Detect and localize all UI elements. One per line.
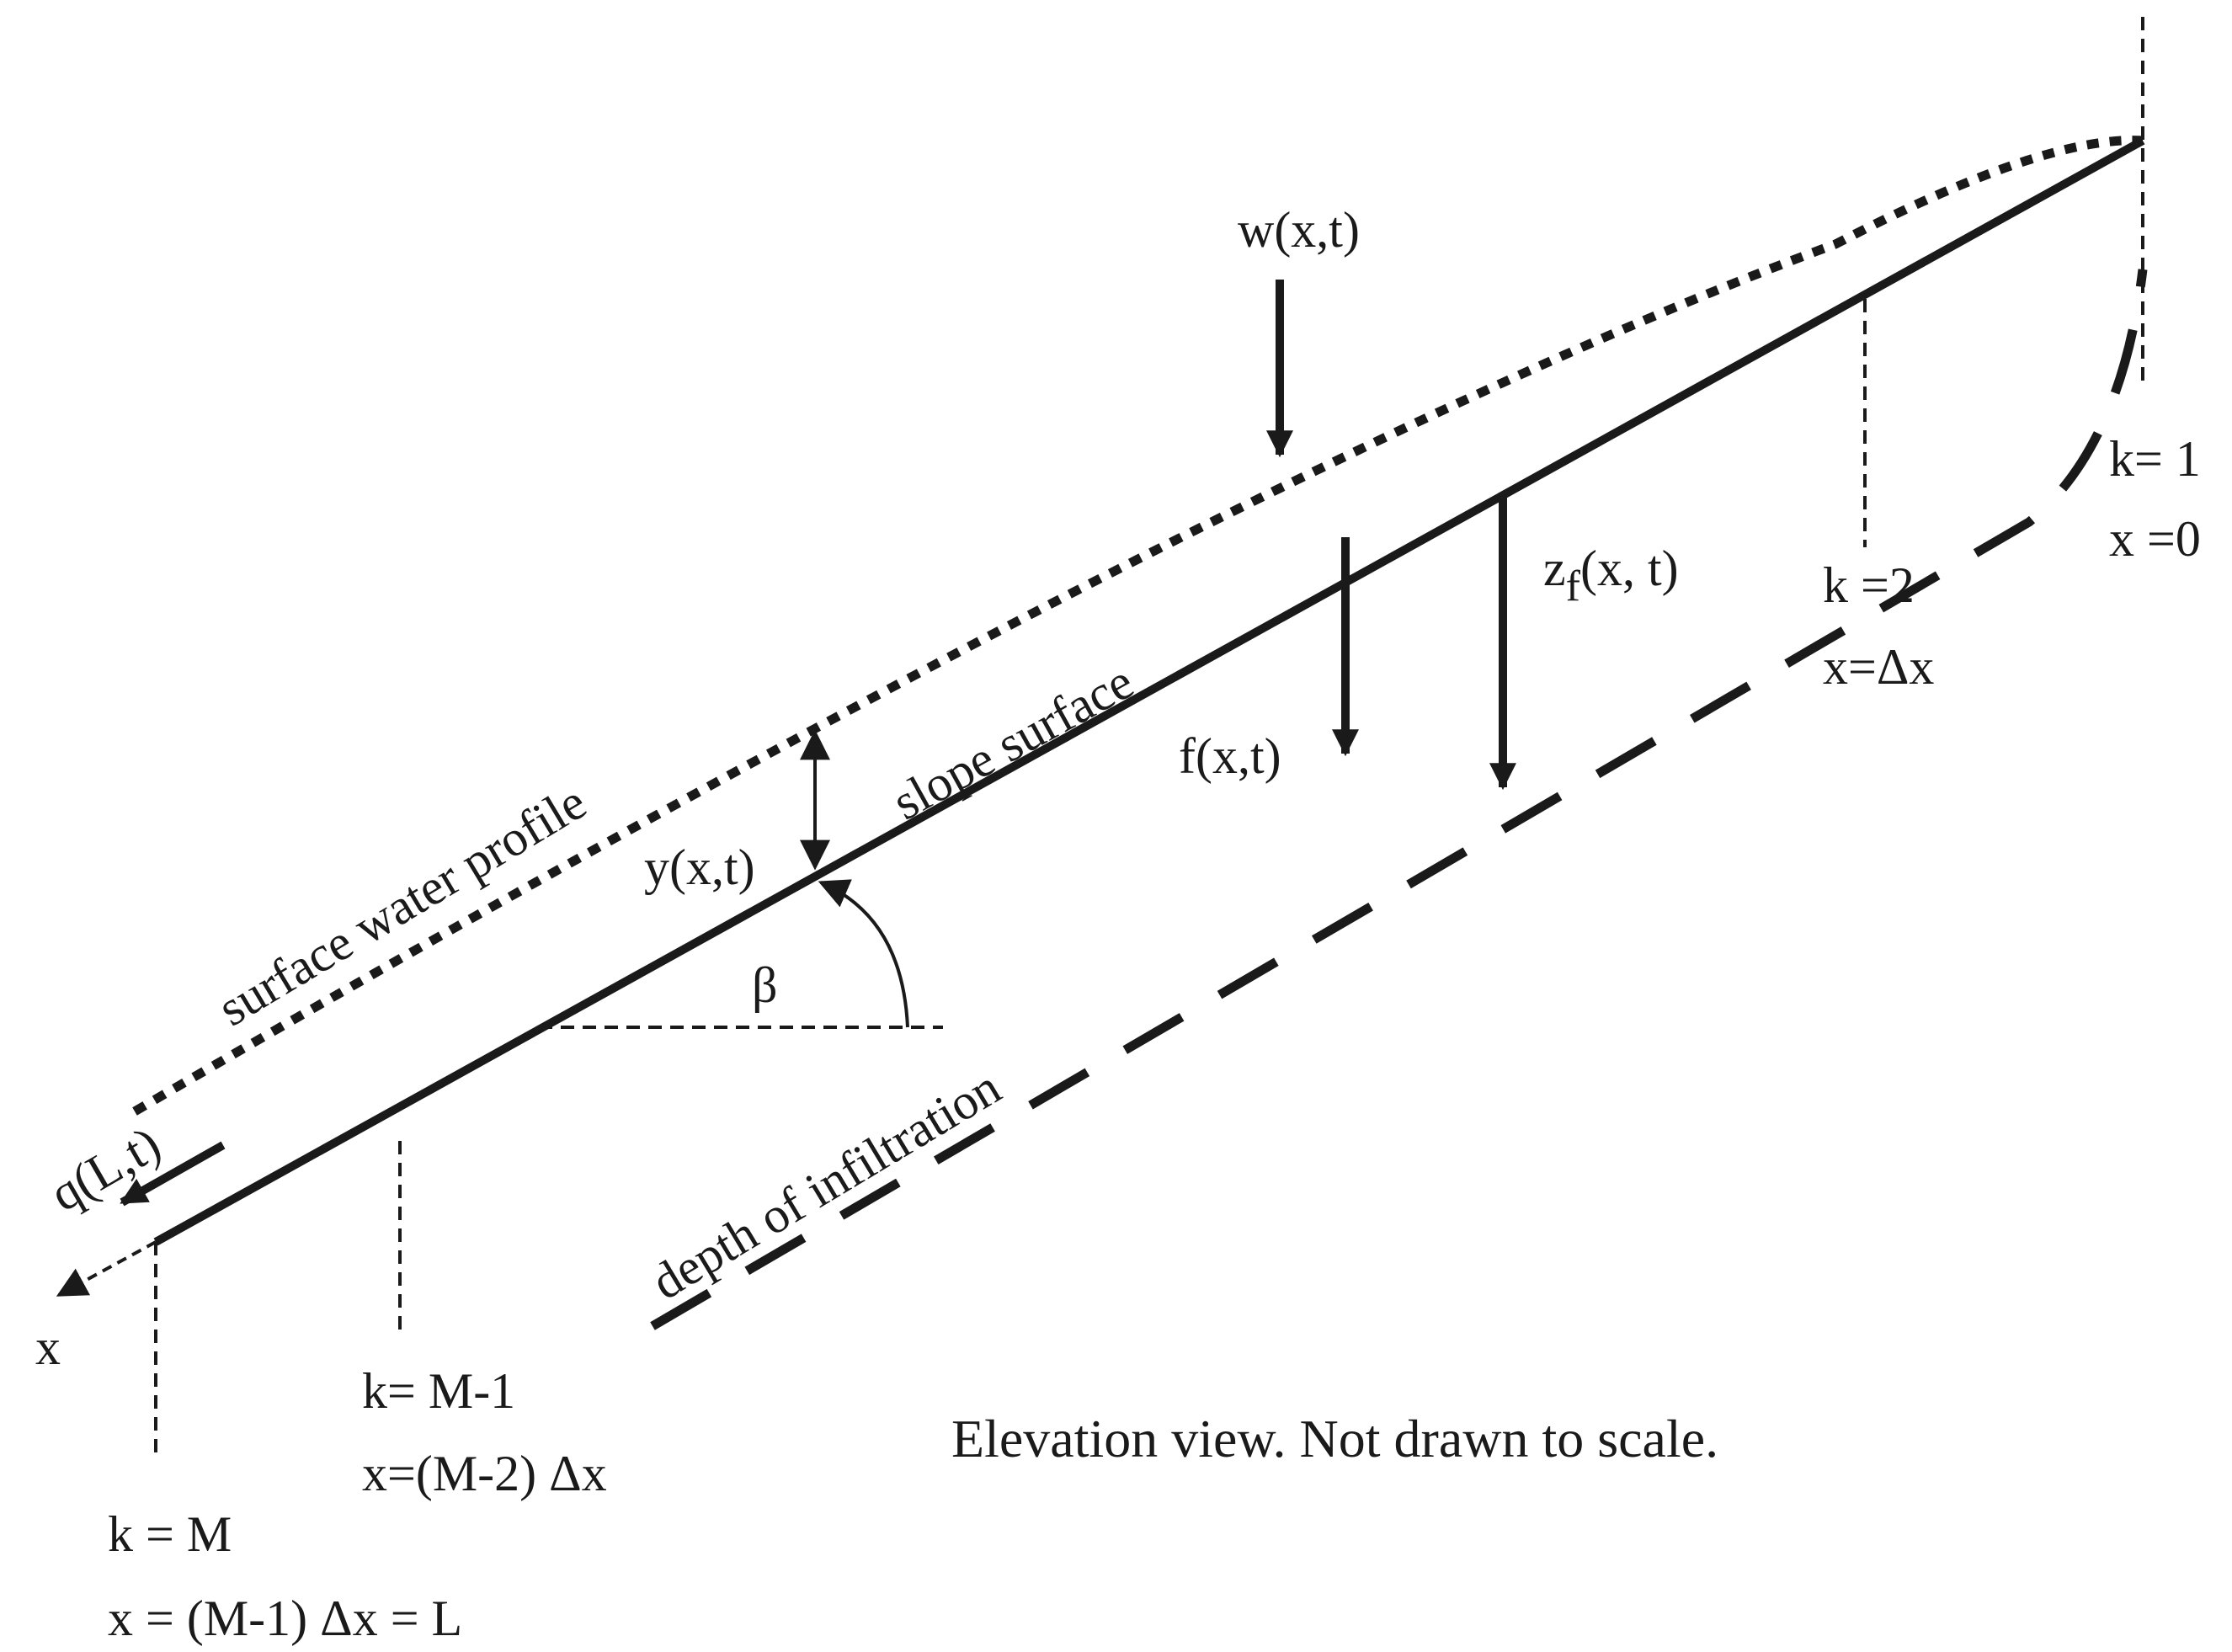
x-axis-arrow [56, 1240, 157, 1297]
node-k1-x-label: x =0 [2109, 511, 2201, 567]
slope-angle-label: β [752, 957, 778, 1013]
surface-water-profile-label: surface water profile [209, 774, 595, 1036]
node-km-x-label: x = (M-1) Δx = L [108, 1591, 462, 1646]
slope-surface-label: slope surface [883, 653, 1142, 830]
wetting-front-symbol: z [1543, 541, 1566, 596]
depth-of-infiltration-label: depth of infiltration [642, 1059, 1010, 1311]
node-k1-label: k= 1 [2109, 431, 2201, 487]
node-km-label: k = M [108, 1506, 232, 1562]
outflow-arrow [120, 1141, 226, 1207]
rainfall-label: w(x,t) [1238, 202, 1360, 258]
diagram-note: Elevation view. Not drawn to scale. [951, 1409, 1718, 1468]
x-axis-label: x [35, 1319, 61, 1375]
node-k2-x-label: x=Δx [1823, 639, 1934, 695]
wetting-front-subscript: f [1566, 562, 1581, 610]
infiltration-rate-label: f(x,t) [1179, 728, 1281, 784]
node-km1-label: k= M-1 [362, 1363, 515, 1419]
outflow-label: q(L,t) [41, 1116, 170, 1222]
node-km1-x-label: x=(M-2) Δx [362, 1446, 607, 1501]
surface-water-profile-curve [132, 136, 2144, 1116]
slope-angle-arc [818, 879, 909, 1028]
wetting-front-label: zf(x, t) [1543, 541, 1679, 610]
slope-surface-line [153, 136, 2145, 1246]
flow-depth-label: y(x,t) [644, 839, 755, 895]
node-k2-label: k =2 [1823, 557, 1915, 613]
wetting-front-args: (x, t) [1580, 541, 1679, 596]
